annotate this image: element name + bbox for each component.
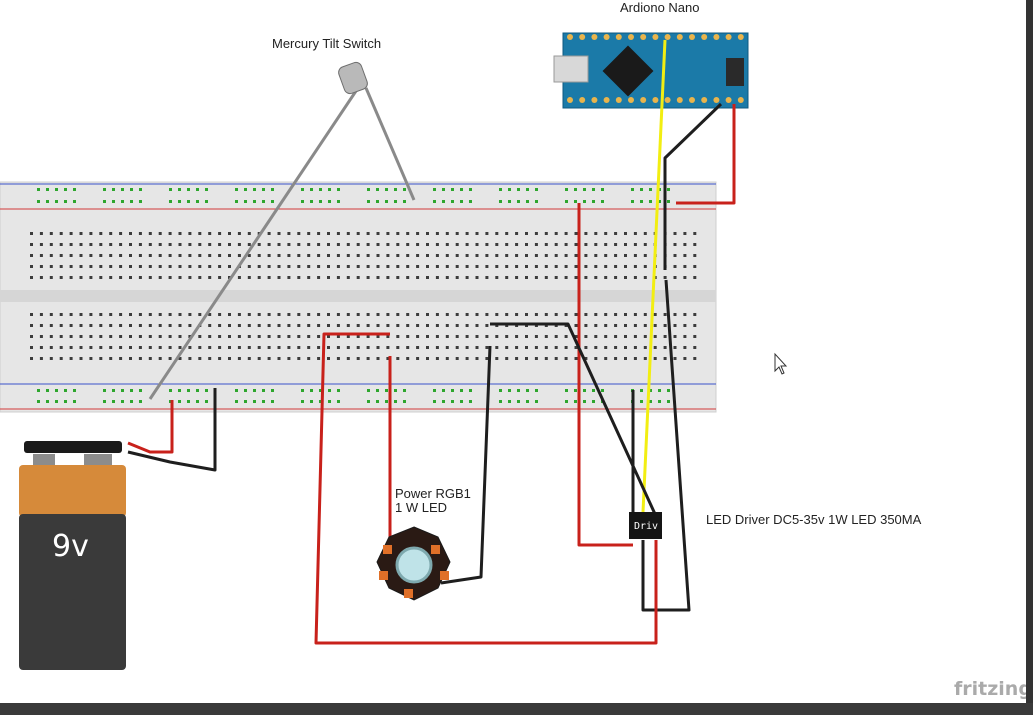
mercury-tilt-switch — [338, 61, 368, 95]
driver-chip-label: Driv — [634, 521, 658, 532]
battery-label: 9v — [52, 529, 89, 564]
led-driver-chip — [629, 512, 662, 539]
wire-black-gnd-rail — [641, 279, 691, 612]
wire-red-driver-plus — [577, 203, 633, 547]
tilt-switch-label: Mercury Tilt Switch — [272, 36, 381, 51]
wire-black-battery — [127, 388, 217, 472]
tilt-leg-right — [364, 87, 416, 201]
wire-red-loop — [314, 332, 658, 645]
circuit-diagram: Ardiono Nano Mercury Tilt Switch Power R… — [0, 0, 1026, 700]
led-title-label: Power RGB1 — [395, 486, 471, 501]
window-frame-right — [1026, 0, 1033, 715]
arduino-nano — [553, 32, 749, 109]
rgb-led — [376, 526, 451, 601]
wire-yellow-signal — [641, 39, 667, 513]
driver-label: LED Driver DC5-35v 1W LED 350MA — [706, 512, 922, 527]
wire-red-battery — [127, 400, 174, 454]
wire-black-led-minus — [440, 345, 492, 585]
breadboard-holes — [30, 188, 697, 403]
breadboard — [0, 181, 717, 413]
wire-red-arduino-vin — [676, 104, 736, 205]
arduino-label: Ardiono Nano — [620, 0, 700, 15]
cursor-icon — [774, 352, 788, 375]
battery-9v — [19, 441, 126, 670]
tilt-leg-left — [148, 87, 360, 400]
arduino-pins — [567, 34, 744, 103]
wire-black-led-driver — [490, 322, 657, 515]
led-subtitle-label: 1 W LED — [395, 500, 447, 515]
window-frame-bottom — [0, 703, 1033, 715]
brand-logo: fritzing — [954, 678, 1026, 700]
diagram-canvas: Ardiono Nano Mercury Tilt Switch Power R… — [0, 0, 1026, 703]
wire-black-arduino-gnd — [663, 102, 723, 270]
